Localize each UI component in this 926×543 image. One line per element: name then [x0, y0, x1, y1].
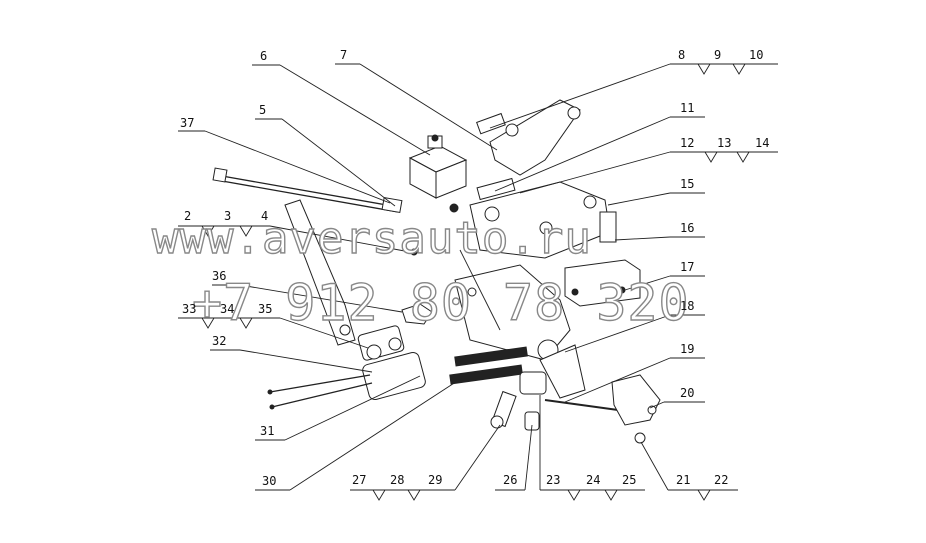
callout-10: 10 [749, 48, 763, 62]
link-parts [544, 374, 661, 444]
callout-26: 26 [503, 473, 517, 487]
callout-14: 14 [755, 136, 769, 150]
pedal-plate-part [454, 249, 586, 399]
bracket-part [476, 99, 581, 176]
callout-16: 16 [680, 221, 694, 235]
callout-5: 5 [259, 103, 266, 117]
callout-21: 21 [676, 473, 690, 487]
callout-30: 30 [262, 474, 276, 488]
callout-7: 7 [340, 48, 347, 62]
callout-28: 28 [390, 473, 404, 487]
callout-27: 27 [352, 473, 366, 487]
arm-part [284, 199, 459, 346]
callout-22: 22 [714, 473, 728, 487]
watermark-url: www.aversauto.ru [152, 213, 592, 264]
callout-3: 3 [224, 209, 231, 223]
callout-labels: 37 6 5 7 8 9 10 11 12 13 14 15 16 17 18 … [180, 48, 769, 488]
cylinder-part [564, 259, 641, 307]
callout-32: 32 [212, 334, 226, 348]
callout-6: 6 [260, 49, 267, 63]
callout-2: 2 [184, 209, 191, 223]
callout-4: 4 [261, 209, 268, 223]
watermark-phone: +7 912 80 78 320 [192, 274, 690, 332]
watermark: www.aversauto.ru +7 912 80 78 320 [151, 212, 690, 332]
callout-34: 34 [220, 302, 234, 316]
callout-23: 23 [546, 473, 560, 487]
callout-31: 31 [260, 424, 274, 438]
callout-18: 18 [680, 299, 694, 313]
callout-19: 19 [680, 342, 694, 356]
callout-24: 24 [586, 473, 600, 487]
callout-11: 11 [680, 101, 694, 115]
springs-part [449, 346, 528, 385]
upper-mechanism-part [469, 177, 617, 259]
callout-12: 12 [680, 136, 694, 150]
master-cylinder-part [267, 325, 426, 410]
pin-parts [490, 371, 547, 431]
callout-36: 36 [212, 269, 226, 283]
rod-part [212, 167, 403, 214]
solenoid-valve-part [408, 134, 468, 199]
callout-20: 20 [680, 386, 694, 400]
parts-drawing [212, 99, 661, 444]
callout-8: 8 [678, 48, 685, 62]
callout-9: 9 [714, 48, 721, 62]
callout-25: 25 [622, 473, 636, 487]
leader-lines [178, 63, 778, 501]
callout-33: 33 [182, 302, 196, 316]
callout-37: 37 [180, 116, 194, 130]
callout-29: 29 [428, 473, 442, 487]
callout-13: 13 [717, 136, 731, 150]
callout-35: 35 [258, 302, 272, 316]
callout-15: 15 [680, 177, 694, 191]
small-plate-part [401, 303, 433, 325]
callout-17: 17 [680, 260, 694, 274]
